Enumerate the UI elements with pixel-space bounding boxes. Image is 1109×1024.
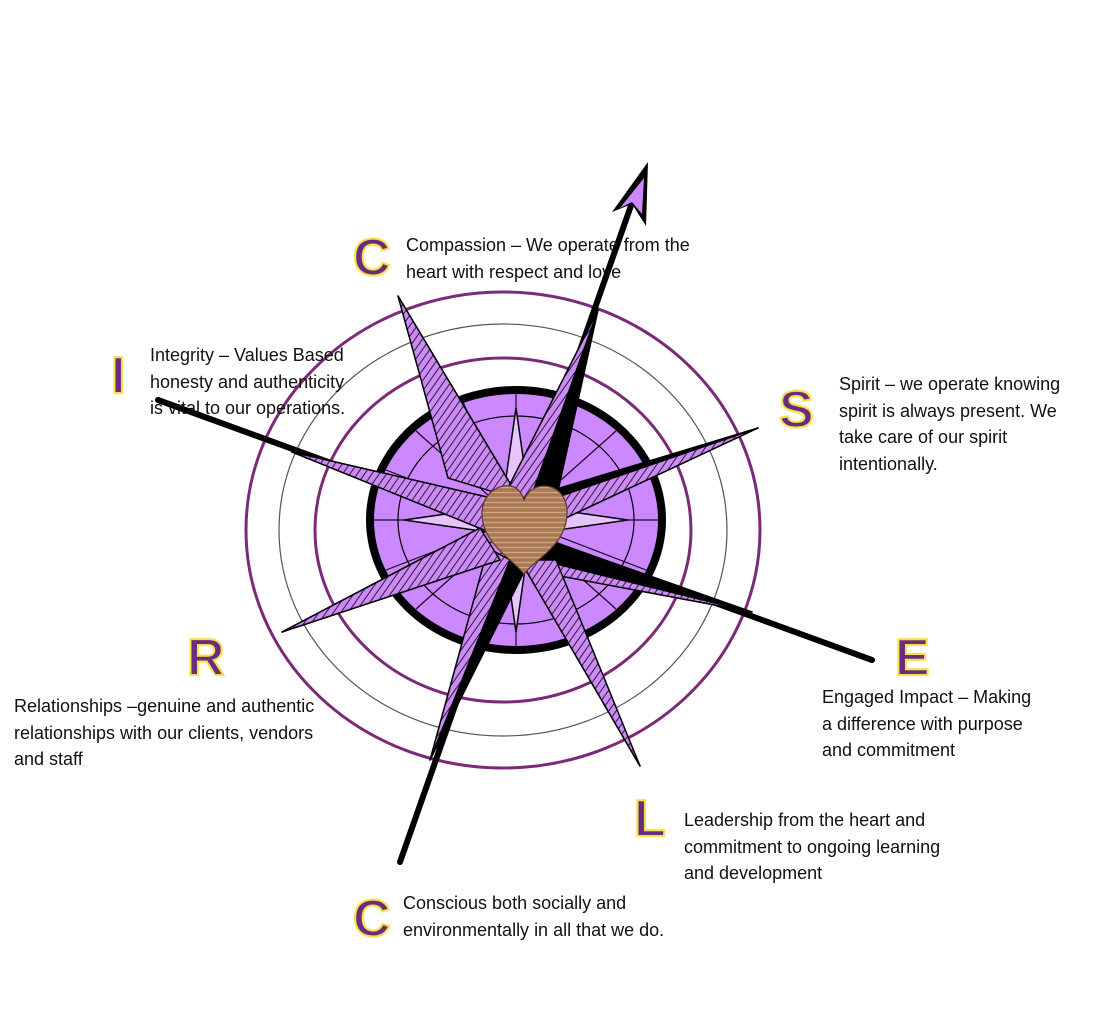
leadership-description: Leadership from the heart and commitment… — [684, 807, 940, 887]
compassion-line-1: Compassion – We operate from the — [406, 235, 690, 255]
spirit-line-2: spirit is always present. We — [839, 400, 1057, 421]
spirit-line-3: take care of our spirit — [839, 427, 1008, 447]
heart-icon — [481, 485, 568, 576]
letter-i-integrity: I — [110, 347, 127, 405]
engaged-description: Engaged Impact – Making a difference wit… — [822, 684, 1031, 764]
compassion-description: Compassion – We operate from the heart w… — [406, 232, 690, 285]
integrity-line-1: Integrity – Values Based — [150, 345, 344, 365]
letter-c-conscious: C — [352, 890, 392, 948]
leadership-line-3: and development — [684, 863, 823, 883]
letter-s-spirit: S — [778, 381, 815, 439]
letter-l-leadership: L — [633, 790, 667, 848]
compassion-line-2: heart with respect and love — [406, 261, 622, 282]
letter-e-engaged: E — [894, 629, 931, 687]
compass-rings — [244, 290, 762, 770]
relationships-line-3: and staff — [14, 749, 83, 769]
spirit-line-4: intentionally. — [839, 453, 938, 474]
conscious-description: Conscious both socially and environmenta… — [403, 890, 664, 943]
engaged-line-2: a difference with purpose — [822, 713, 1023, 734]
integrity-line-2: honesty and authenticity — [150, 371, 345, 392]
compass-star-points — [281, 295, 759, 767]
spirit-line-1: Spirit – we operate knowing — [839, 374, 1061, 394]
leadership-line-1: Leadership from the heart and — [684, 810, 926, 830]
relationships-line-2: relationships with our clients, vendors — [14, 722, 314, 743]
integrity-description: Integrity – Values Based honesty and aut… — [150, 342, 345, 422]
spirit-description: Spirit – we operate knowing spirit is al… — [839, 371, 1060, 477]
arrow-head — [612, 162, 648, 226]
engaged-line-1: Engaged Impact – Making — [822, 687, 1032, 707]
leadership-line-2: commitment to ongoing learning — [684, 836, 941, 857]
relationships-description: Relationships –genuine and authentic rel… — [14, 693, 314, 773]
conscious-line-1: Conscious both socially and — [403, 893, 627, 913]
letter-c-compassion: C — [352, 229, 392, 287]
engaged-line-3: and commitment — [822, 740, 956, 760]
letter-r-relationships: R — [186, 629, 226, 687]
relationships-line-1: Relationships –genuine and authentic — [14, 696, 315, 716]
integrity-line-3: is vital to our operations. — [150, 398, 346, 418]
conscious-line-2: environmentally in all that we do. — [403, 919, 665, 940]
